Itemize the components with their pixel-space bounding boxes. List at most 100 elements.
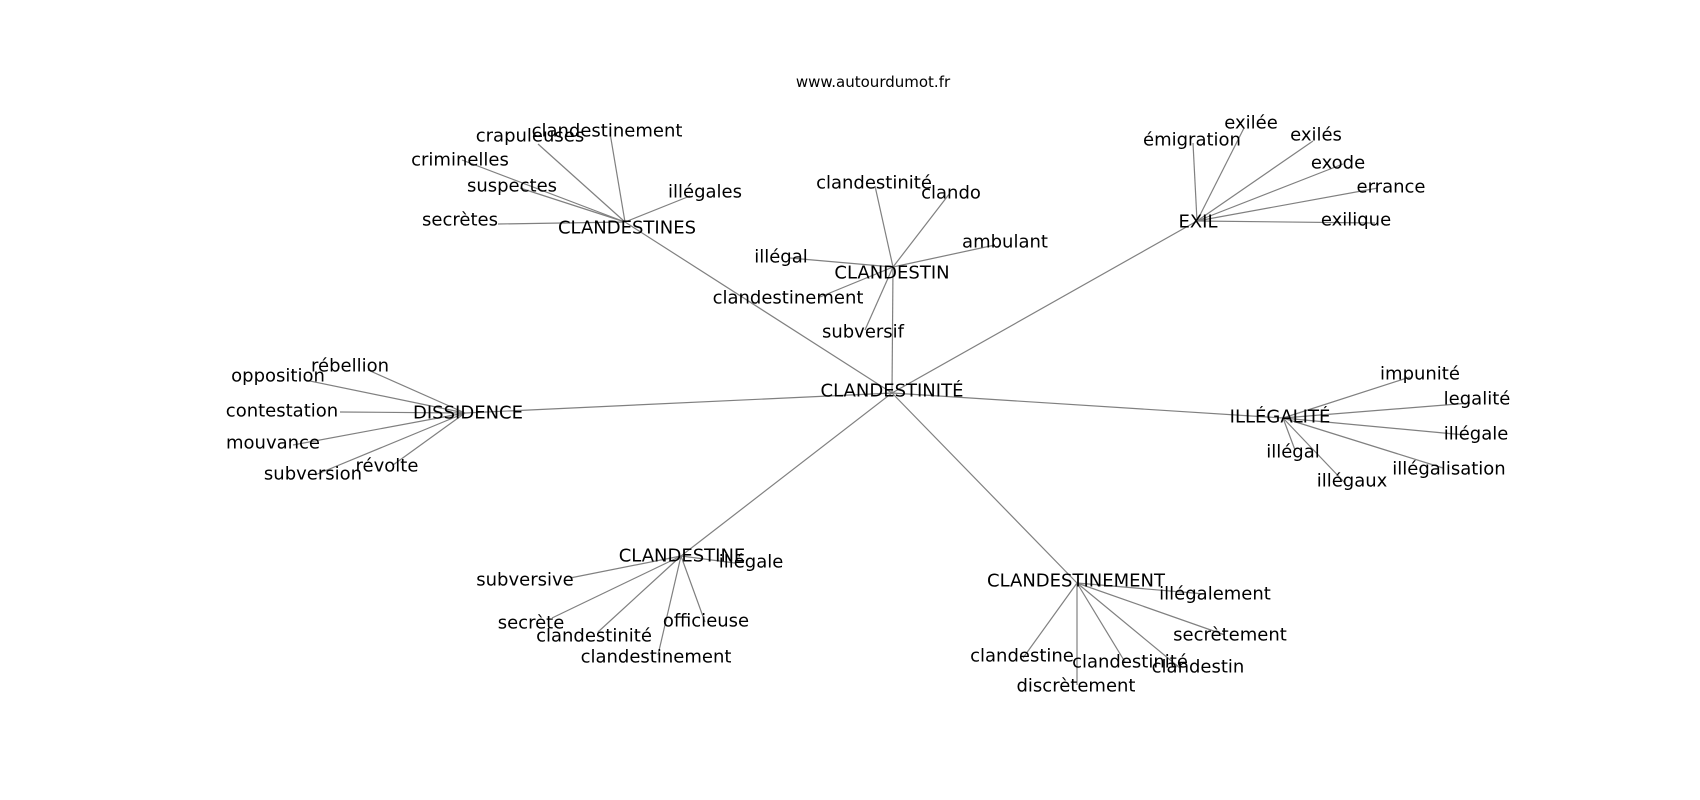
word-node-dissidence-opposition: opposition	[231, 366, 325, 387]
word-node-clandestinement-clandestine: clandestine	[970, 646, 1074, 667]
edge-clandestine-clandestinite	[597, 555, 682, 633]
edge-dissidence-contestation	[339, 411, 466, 414]
word-node-dissidence-contestation: contestation	[226, 401, 338, 422]
hub-node-clandestin: CLANDESTIN	[834, 263, 949, 284]
edge-clandestin-clandestinite	[874, 185, 894, 268]
edge-clandestines-criminelles	[461, 159, 626, 223]
word-node-clandestin-subversif: subversif	[822, 322, 905, 343]
hub-node-exil: EXIL	[1178, 212, 1217, 233]
word-node-clandestinement-secretement: secrètement	[1173, 625, 1287, 646]
hub-node-illegalite: ILLÉGALITÉ	[1230, 406, 1331, 428]
center-node-clandestinite: CLANDESTINITÉ	[821, 380, 964, 402]
word-node-clandestine-secrete: secrète	[498, 613, 565, 634]
edge-exil-exilique	[1196, 220, 1376, 224]
edge-dissidence-revolte	[392, 412, 466, 466]
edge-clandestines-illegales	[624, 195, 691, 223]
edge-clandestinement-clandestinite	[1076, 582, 1126, 663]
edge-center-exil	[891, 220, 1198, 394]
word-node-illegalite-illegale: illégale	[1444, 424, 1509, 445]
word-node-clandestines-criminelles: criminelles	[411, 150, 509, 171]
word-node-illegalite-illegaux: illégaux	[1317, 471, 1388, 492]
edge-clandestines-clandestinement	[609, 132, 626, 223]
edge-clandestin-clando	[892, 192, 951, 268]
hub-node-clandestine: CLANDESTINE	[619, 546, 746, 567]
word-node-dissidence-mouvance: mouvance	[226, 433, 320, 454]
word-node-clandestines-clandestinement: clandestinement	[532, 121, 683, 142]
edge-clandestin-clandestinement	[819, 266, 894, 298]
word-node-exil-exiles: exilés	[1290, 125, 1342, 146]
edge-center-dissidence	[464, 392, 893, 414]
word-node-exil-emigration: émigration	[1143, 130, 1241, 151]
edge-clandestin-ambulant	[892, 244, 996, 268]
word-node-clandestine-clandestinite: clandestinité	[536, 626, 652, 647]
hub-node-clandestines: CLANDESTINES	[558, 218, 696, 239]
word-node-clandestinement-discretement: discrètement	[1017, 676, 1136, 697]
graph-nodes: crapuleusesclandestinementcriminellessus…	[226, 113, 1511, 697]
edge-clandestinement-secretement	[1076, 582, 1226, 636]
word-node-illegalite-illegalisation: illégalisation	[1392, 459, 1505, 480]
word-node-illegalite-illegal: illégal	[1266, 442, 1320, 463]
edge-exil-exilee	[1196, 127, 1245, 222]
edge-clandestin-illegal	[789, 257, 894, 268]
word-node-dissidence-rebellion: rébellion	[311, 356, 389, 377]
word-node-clandestin-clandestinite: clandestinité	[816, 173, 932, 194]
edge-center-clandestines	[624, 221, 893, 394]
edge-illegalite-legalite	[1282, 402, 1471, 419]
word-node-clandestinement-clandestin: clandestin	[1152, 657, 1245, 678]
edge-clandestinement-illegalement	[1076, 582, 1206, 595]
word-node-exil-exilee: exilée	[1224, 113, 1278, 134]
edge-center-illegalite	[891, 392, 1284, 419]
edge-dissidence-subversion	[314, 412, 466, 476]
edge-illegalite-illegale	[1282, 417, 1466, 436]
word-node-clandestin-illegal: illégal	[754, 247, 808, 268]
hub-node-dissidence: DISSIDENCE	[413, 403, 523, 424]
hub-node-clandestinement: CLANDESTINEMENT	[987, 571, 1166, 592]
source-watermark: www.autourdumot.fr	[796, 73, 951, 91]
edge-clandestinement-clandestine	[1022, 582, 1078, 659]
edge-clandestines-suspectes	[519, 187, 626, 223]
edge-clandestines-secretes	[497, 221, 626, 225]
word-node-clandestin-clando: clando	[921, 183, 981, 204]
word-node-clandestinement-clandestinite: clandestinité	[1072, 652, 1188, 673]
graph-edges	[292, 127, 1471, 685]
word-node-exil-errance: errance	[1357, 177, 1426, 198]
edge-dissidence-rebellion	[367, 369, 466, 414]
word-node-dissidence-subversion: subversion	[264, 464, 362, 485]
word-node-clandestinement-illegalement: illégalement	[1159, 584, 1271, 605]
edge-clandestines-crapuleuses	[537, 143, 626, 223]
edge-clandestine-secrete	[551, 555, 682, 619]
edge-exil-emigration	[1192, 142, 1198, 222]
edge-clandestin-subversif	[864, 266, 894, 331]
edge-illegalite-illegalisation	[1282, 417, 1444, 469]
word-node-clandestines-secretes: secrètes	[422, 210, 498, 231]
word-node-dissidence-revolte: révolte	[356, 456, 419, 477]
edge-center-clandestin	[891, 266, 894, 394]
word-node-clandestine-clandestinement: clandestinement	[581, 647, 732, 668]
edge-dissidence-mouvance	[292, 412, 466, 446]
word-node-clandestines-crapuleuses: crapuleuses	[476, 126, 584, 147]
edge-center-clandestine	[680, 392, 893, 557]
edge-dissidence-opposition	[304, 379, 466, 414]
word-node-clandestin-clandestinement: clandestinement	[713, 288, 864, 309]
edge-clandestine-subversive	[569, 555, 682, 579]
edge-clandestinement-clandestin	[1076, 582, 1181, 669]
edge-exil-errance	[1196, 187, 1379, 222]
word-node-exil-exode: exode	[1311, 153, 1365, 174]
edge-clandestine-officieuse	[680, 555, 706, 623]
edge-clandestine-clandestinement	[657, 555, 682, 656]
edge-illegalite-illegal	[1282, 417, 1296, 451]
edge-exil-exode	[1196, 163, 1344, 222]
word-node-clandestin-ambulant: ambulant	[962, 232, 1048, 253]
edge-clandestine-illegale	[680, 555, 736, 564]
edge-illegalite-impunite	[1282, 376, 1411, 419]
word-node-exil-exilique: exilique	[1321, 210, 1391, 231]
word-node-clandestine-illegale: illégale	[719, 552, 784, 573]
word-node-clandestines-illegales: illégales	[668, 182, 742, 203]
word-node-clandestines-suspectes: suspectes	[467, 176, 557, 197]
edge-center-clandestinement	[891, 392, 1078, 584]
word-node-clandestine-subversive: subversive	[476, 570, 573, 591]
word-node-clandestine-officieuse: officieuse	[663, 611, 749, 632]
word-node-illegalite-legalite: legalité	[1444, 389, 1511, 410]
word-node-illegalite-impunite: impunité	[1380, 364, 1460, 385]
